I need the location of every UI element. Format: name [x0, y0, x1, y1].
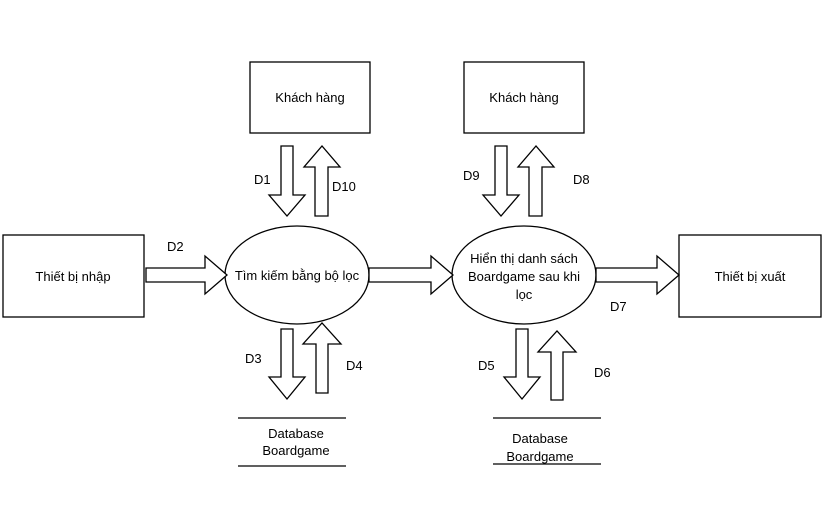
flow-d2-label: D2	[167, 239, 184, 254]
flow-d3-arrow	[267, 328, 307, 401]
flow-d1-label: D1	[254, 172, 271, 187]
flow-d6-arrow	[536, 330, 578, 401]
store-left-label-line1: Database	[268, 426, 324, 441]
store-right-label-line2: Boardgame	[506, 449, 573, 464]
flow-d10-label: D10	[332, 179, 356, 194]
flow-d7-arrow	[595, 254, 680, 296]
flow-d9-arrow	[481, 145, 521, 217]
store-database-left: Database Boardgame	[238, 417, 346, 467]
process-display-label-line3: lọc	[516, 287, 533, 302]
flow-d1-arrow	[267, 145, 307, 217]
flow-d9-label: D9	[463, 168, 480, 183]
flow-d4-label: D4	[346, 358, 363, 373]
entity-input-device-label: Thiết bị nhập	[35, 269, 110, 284]
flow-d8-label: D8	[573, 172, 590, 187]
flow-search-to-display-arrow	[368, 254, 454, 296]
store-right-label-line1: Database	[512, 431, 568, 446]
flow-d5-arrow	[502, 328, 542, 401]
entity-customer-left: Khách hàng	[249, 61, 371, 134]
process-display-label-line2: Boardgame sau khi	[468, 269, 580, 284]
entity-customer-right: Khách hàng	[463, 61, 585, 134]
store-left-label-line2: Boardgame	[262, 443, 329, 458]
flow-d4-arrow	[301, 322, 343, 394]
process-display: Hiển thị danh sách Boardgame sau khi lọc	[451, 225, 597, 325]
flow-d10-arrow	[302, 145, 342, 217]
entity-customer-left-label: Khách hàng	[275, 90, 344, 105]
process-display-label-line1: Hiển thị danh sách	[470, 251, 578, 266]
flow-d8-arrow	[516, 145, 556, 217]
flow-d5-label: D5	[478, 358, 495, 373]
flow-d3-label: D3	[245, 351, 262, 366]
process-search: Tìm kiếm bằng bộ lọc	[224, 225, 370, 325]
flow-d7-label: D7	[610, 299, 627, 314]
store-database-right: Database Boardgame	[493, 417, 601, 465]
flow-d2-arrow	[145, 254, 228, 296]
process-search-label: Tìm kiếm bằng bộ lọc	[235, 268, 360, 283]
flow-d6-label: D6	[594, 365, 611, 380]
entity-customer-right-label: Khách hàng	[489, 90, 558, 105]
entity-output-device: Thiết bị xuất	[678, 234, 822, 318]
entity-output-device-label: Thiết bị xuất	[715, 269, 786, 284]
entity-input-device: Thiết bị nhập	[2, 234, 145, 318]
